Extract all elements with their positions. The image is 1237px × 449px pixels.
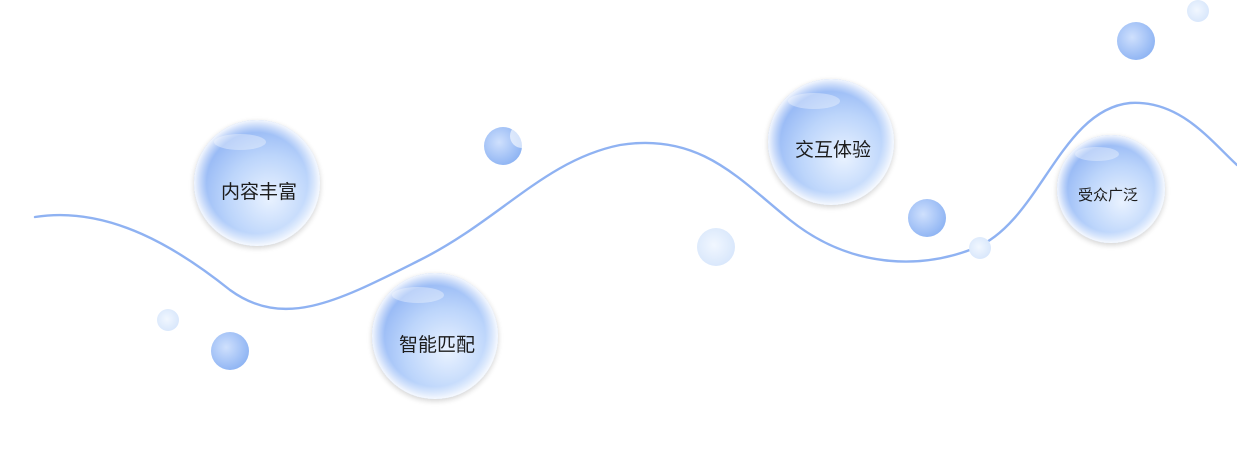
- bubble-label: 智能匹配: [399, 334, 475, 356]
- bubble-label: 交互体验: [795, 139, 871, 161]
- decor-dot: [697, 228, 735, 266]
- bubble-content-rich: 内容丰富: [194, 120, 320, 246]
- decor-dot: [1187, 0, 1209, 22]
- bubble-wide-audience: 受众广泛: [1057, 135, 1165, 243]
- bubble-interaction: 交互体验: [768, 79, 894, 205]
- bubble-label: 受众广泛: [1078, 186, 1138, 204]
- bubble-label: 内容丰富: [221, 181, 297, 203]
- decor-dot: [1117, 22, 1155, 60]
- decor-dot: [908, 199, 946, 237]
- decor-dot: [157, 309, 179, 331]
- wave-curve: [33, 101, 1237, 311]
- decor-dot: [969, 237, 991, 259]
- decor-dot: [510, 124, 534, 148]
- bubble-smart-match: 智能匹配: [372, 273, 498, 399]
- decor-dot: [211, 332, 249, 370]
